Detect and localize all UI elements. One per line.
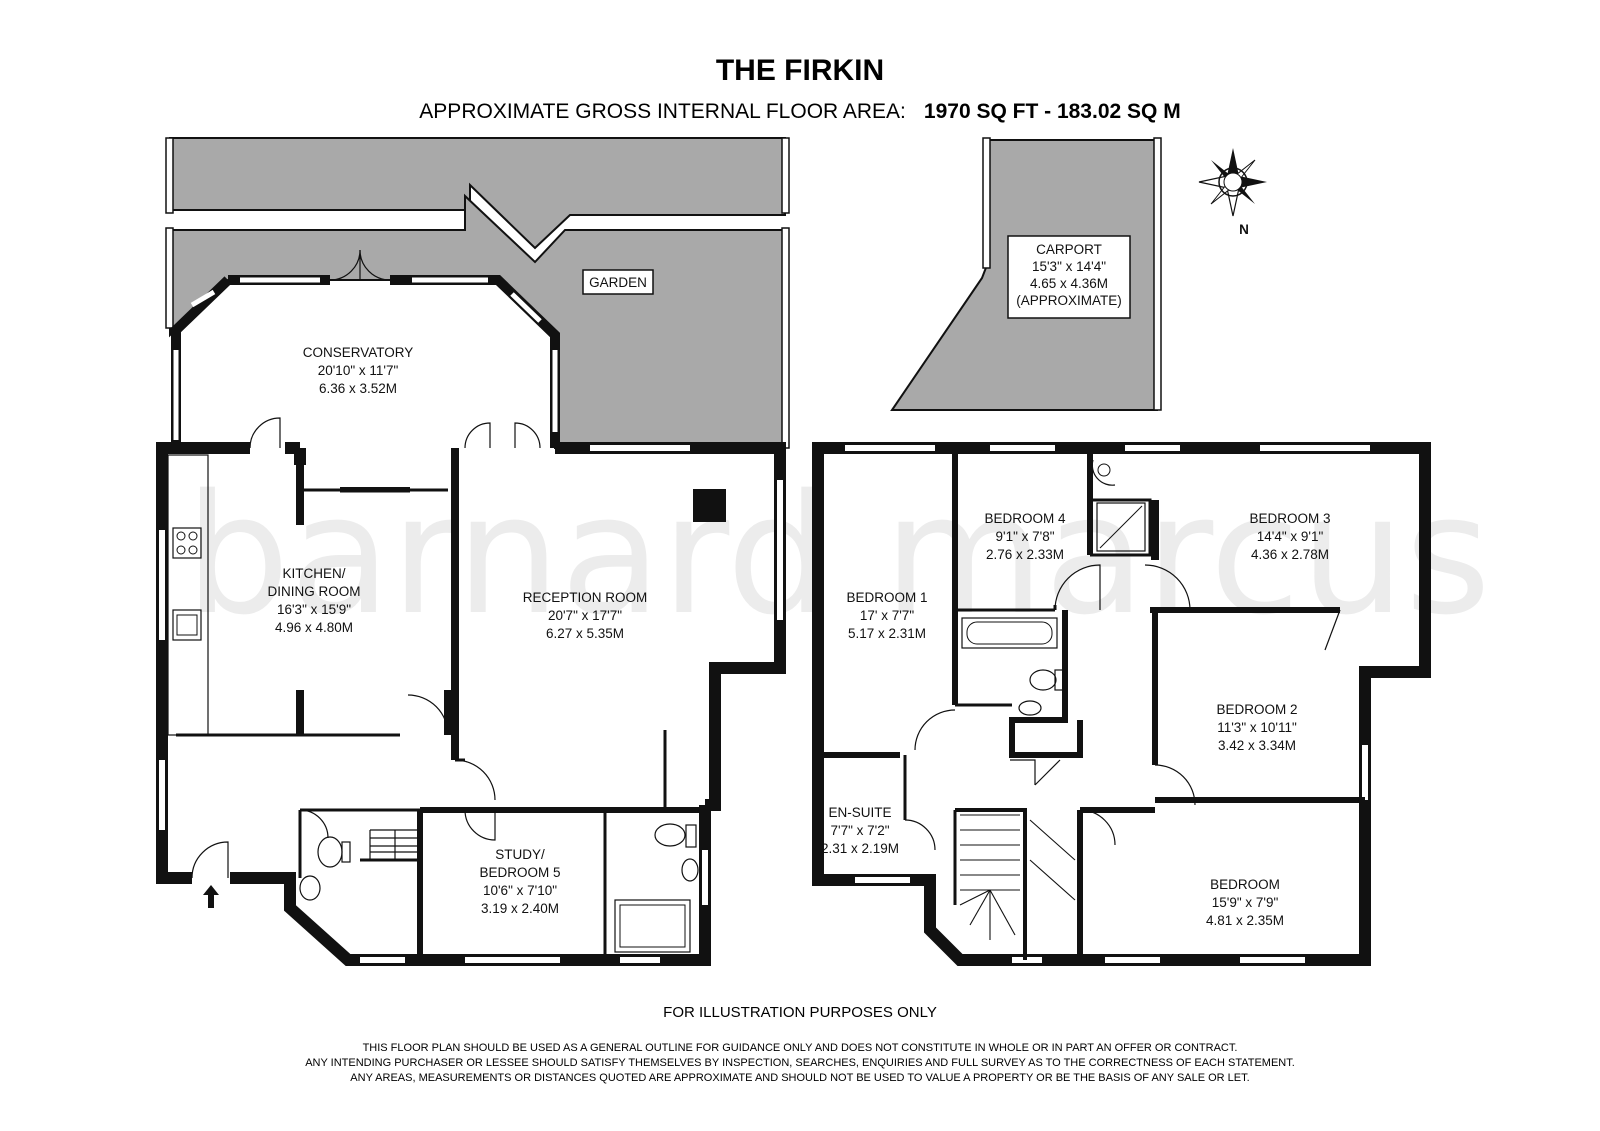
compass-icon	[1198, 148, 1267, 217]
carport-label: CARPORT	[1036, 242, 1102, 257]
ensuite-imperial: 7'7" x 7'2"	[830, 823, 889, 838]
bedroom-imperial: 15'9" x 7'9"	[1212, 895, 1279, 910]
area-line: APPROXIMATE GROSS INTERNAL FLOOR AREA: 1…	[419, 100, 1180, 123]
kitchen-imperial: 16'3" x 15'9"	[277, 602, 351, 617]
bedroom3-name: BEDROOM 3	[1249, 511, 1330, 526]
kitchen-name-line2: DINING ROOM	[268, 584, 361, 599]
conservatory-imperial: 20'10" x 11'7"	[318, 363, 399, 378]
study-metric: 3.19 x 2.40M	[481, 901, 559, 916]
reception-name: RECEPTION ROOM	[523, 590, 648, 605]
bedroom2-name: BEDROOM 2	[1216, 702, 1297, 717]
disclaimer-line-1: THIS FLOOR PLAN SHOULD BE USED AS A GENE…	[363, 1042, 1238, 1054]
first-floor-plan	[812, 442, 1431, 966]
ensuite-metric: 2.31 x 2.19M	[821, 841, 899, 856]
study-name-line1: STUDY/	[495, 847, 545, 862]
first-floor-labels: BEDROOM 1 17' x 7'7" 5.17 x 2.31M BEDROO…	[821, 511, 1331, 928]
ground-floor-labels: CONSERVATORY 20'10" x 11'7" 6.36 x 3.52M…	[268, 345, 648, 916]
disclaimer-line-2: ANY INTENDING PURCHASER OR LESSEE SHOULD…	[305, 1057, 1295, 1069]
bedroom-name: BEDROOM	[1210, 877, 1280, 892]
area-value: 1970 SQ FT - 183.02 SQ M	[924, 100, 1181, 123]
bedroom3-metric: 4.36 x 2.78M	[1251, 547, 1329, 562]
bedroom4-imperial: 9'1" x 7'8"	[995, 529, 1054, 544]
study-name-line2: BEDROOM 5	[479, 865, 560, 880]
bedroom1-metric: 5.17 x 2.31M	[848, 626, 926, 641]
bedroom2-metric: 3.42 x 3.34M	[1218, 738, 1296, 753]
compass-north-label: N	[1239, 222, 1249, 237]
kitchen-metric: 4.96 x 4.80M	[275, 620, 353, 635]
carport-metric: 4.65 x 4.36M	[1030, 276, 1108, 291]
kitchen-name-line1: KITCHEN/	[282, 566, 345, 581]
reception-metric: 6.27 x 5.35M	[546, 626, 624, 641]
disclaimer-line-3: ANY AREAS, MEASUREMENTS OR DISTANCES QUO…	[350, 1072, 1249, 1084]
bedroom3-imperial: 14'4" x 9'1"	[1257, 529, 1324, 544]
illustration-note: FOR ILLUSTRATION PURPOSES ONLY	[663, 1004, 937, 1021]
page-title: THE FIRKIN	[716, 54, 884, 87]
area-label: APPROXIMATE GROSS INTERNAL FLOOR AREA:	[419, 100, 906, 123]
bedroom1-name: BEDROOM 1	[846, 590, 927, 605]
bedroom4-name: BEDROOM 4	[984, 511, 1066, 526]
carport-imperial: 15'3" x 14'4"	[1032, 259, 1106, 274]
ensuite-name: EN-SUITE	[828, 805, 891, 820]
garden-label: GARDEN	[589, 275, 647, 290]
conservatory-name: CONSERVATORY	[303, 345, 414, 360]
bedroom2-imperial: 11'3" x 10'11"	[1217, 720, 1297, 735]
conservatory-metric: 6.36 x 3.52M	[319, 381, 397, 396]
bedroom1-imperial: 17' x 7'7"	[860, 608, 914, 623]
ground-floor-plan	[156, 249, 786, 966]
bedroom4-metric: 2.76 x 2.33M	[986, 547, 1064, 562]
reception-imperial: 20'7" x 17'7"	[548, 608, 622, 623]
carport-area: CARPORT 15'3" x 14'4" 4.65 x 4.36M (APPR…	[890, 137, 1162, 411]
bedroom-metric: 4.81 x 2.35M	[1206, 913, 1284, 928]
study-imperial: 10'6" x 7'10"	[483, 883, 557, 898]
entrance-arrow-icon	[203, 885, 219, 908]
garden-area: GARDEN	[165, 137, 790, 449]
carport-note: (APPROXIMATE)	[1016, 293, 1122, 308]
